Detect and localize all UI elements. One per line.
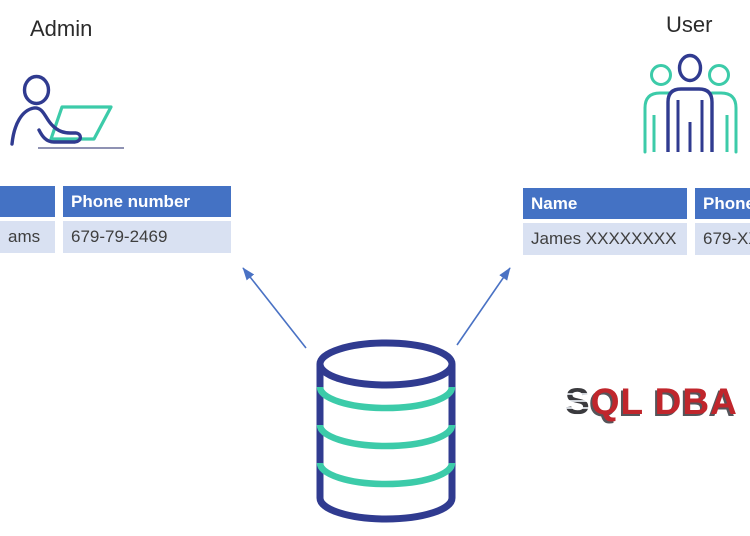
admin-table-header-name [0, 186, 55, 217]
admin-person-laptop-icon [10, 74, 124, 149]
logo-text: QL DBA [590, 381, 738, 422]
database-stripe-2 [316, 424, 456, 450]
right-user-body [710, 91, 738, 154]
center-user-head [677, 53, 703, 83]
sql-dba-logo: SQL DBA [565, 381, 738, 423]
left-user-body [643, 91, 671, 154]
user-table-header-phone: Phone number [695, 188, 750, 219]
database-stripe-3 [316, 462, 456, 488]
left-user-head [650, 64, 672, 86]
admin-label: Admin [30, 16, 93, 41]
admin-table-cell-phone: 679-79-2469 [63, 221, 231, 253]
user-data-table: Name Phone number James XXXXXXXX 679-XX-… [523, 188, 750, 255]
logo-s-stack-glyph: S [565, 381, 591, 422]
database-top [316, 339, 456, 389]
user-table-header-name: Name [523, 188, 687, 219]
user-label: User [666, 12, 713, 37]
admin-table-header-phone: Phone number [63, 186, 231, 217]
database-icon [316, 339, 456, 523]
user-table-cell-phone: 679-XX-XXXX [695, 223, 750, 255]
admin-body [10, 106, 83, 146]
right-user-head [708, 64, 730, 86]
user-table-cell-name: James XXXXXXXX [523, 223, 687, 255]
admin-head [22, 74, 51, 106]
admin-data-table: Phone number ams 679-79-2469 [0, 186, 231, 253]
admin-table-cell-name: ams [0, 221, 55, 253]
arrow-to-admin-table-icon [242, 267, 307, 349]
arrow-to-user-table-icon [456, 267, 511, 346]
users-group-icon [643, 53, 738, 154]
database-stripe-1 [316, 386, 456, 412]
